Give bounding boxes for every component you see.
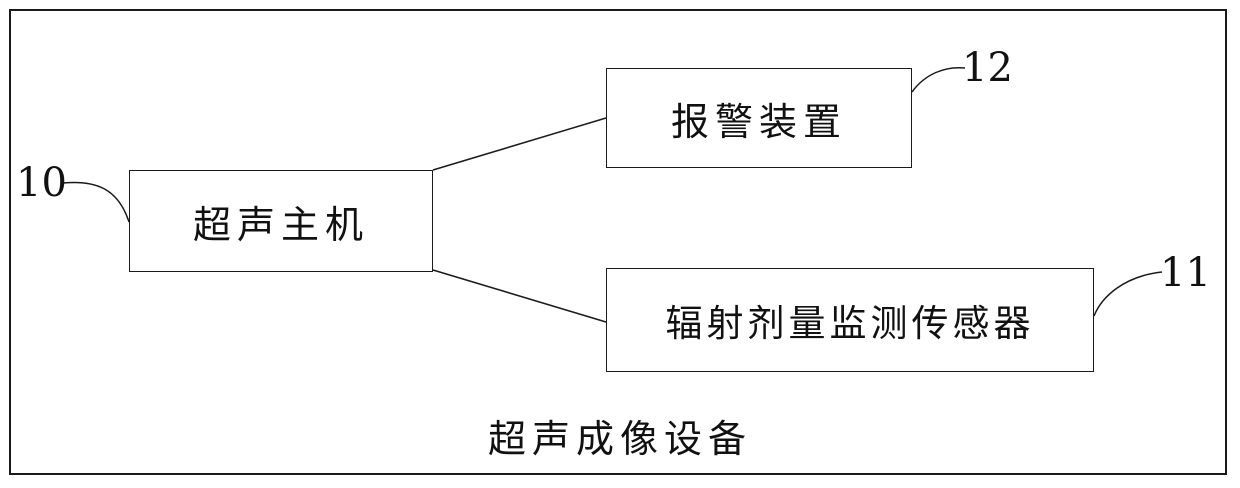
device-caption: 超声成像设备	[0, 408, 1240, 463]
leader-line-12	[912, 68, 965, 92]
leader-line-10	[63, 182, 129, 222]
alarm-device-label: 报警装置	[671, 91, 847, 146]
ultrasound-host-box: 超声主机	[129, 170, 433, 272]
edge-host-alarm	[433, 118, 606, 170]
alarm-device-box: 报警装置	[606, 68, 912, 168]
edge-host-sensor	[433, 270, 606, 322]
ref-numeral-11: 11	[1160, 253, 1211, 293]
radiation-dose-sensor-label: 辐射剂量监测传感器	[666, 293, 1035, 347]
ultrasound-host-label: 超声主机	[193, 194, 369, 249]
radiation-dose-sensor-box: 辐射剂量监测传感器	[606, 268, 1094, 372]
leader-line-11	[1094, 272, 1162, 316]
ref-numeral-10: 10	[16, 163, 67, 203]
ref-numeral-12: 12	[962, 48, 1013, 88]
